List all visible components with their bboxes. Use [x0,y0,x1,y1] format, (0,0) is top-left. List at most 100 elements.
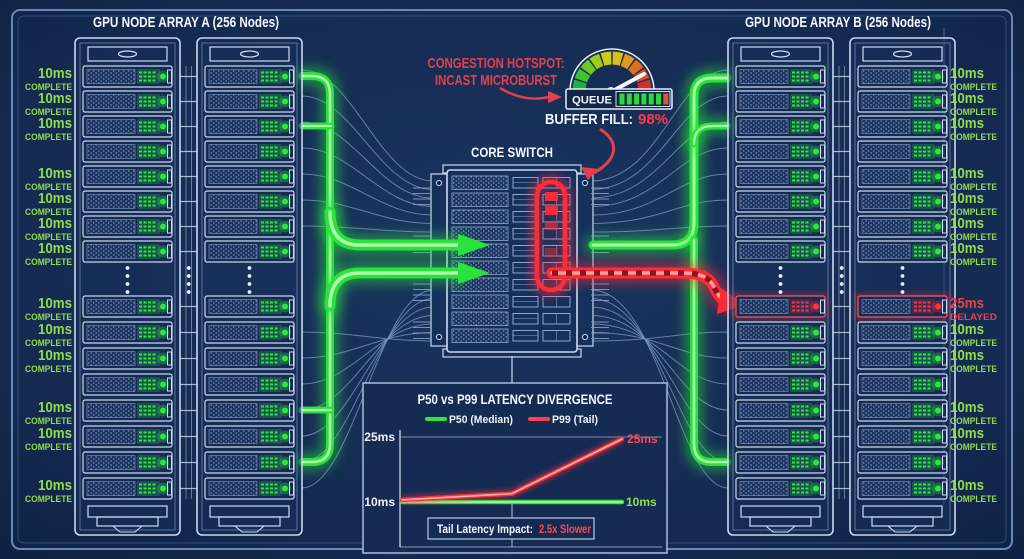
server-led-icon [282,173,288,180]
server-unit [735,90,826,113]
fan-line-left [301,331,434,342]
server-vent-mesh [208,299,258,314]
rack-ellipsis-dot [839,290,844,294]
server-unit [204,115,295,138]
callout-arrow-to-switch [593,127,616,175]
server-led-icon [935,98,941,105]
server-unit-delayed [732,292,829,321]
server-led-icon [935,407,941,414]
server-vent-mesh [861,325,911,340]
p99-end-label: 25ms [627,432,658,446]
server-led-icon [282,303,288,310]
rack-ellipsis-dot [778,282,783,286]
server-end-slot [820,481,825,496]
server-led-icon [282,248,288,255]
server-vent-mesh [739,219,789,234]
server-vent-mesh [739,119,789,134]
server-vent-mesh [861,455,911,470]
server-end-slot [942,69,947,84]
server-led-icon [160,248,166,255]
server-led-icon [160,329,166,336]
server-unit [735,165,826,188]
server-led-icon [813,198,819,205]
latency-time: 10ms [950,240,984,257]
rack-ellipsis-dot [125,282,130,286]
server-vent-mesh [208,119,258,134]
rack-ellipsis-dot [778,274,783,278]
latency-status: COMPLETE [25,132,72,143]
server-vent-mesh [86,481,136,496]
server-end-slot [167,429,172,444]
server-vent-mesh [86,351,136,366]
series-1-core [401,438,623,501]
server-unit [857,140,948,163]
server-led-icon [160,73,166,80]
server-end-slot [820,377,825,392]
server-vent-mesh [739,325,789,340]
queue-bar-green [619,93,625,105]
fan-line-right [590,95,729,190]
switch-vent-cell [451,328,509,343]
server-vent-mesh [861,144,911,159]
server-led-icon [282,198,288,205]
gauge-segment [612,51,624,66]
server-led-icon [160,148,166,155]
switch-bracket-right [576,173,594,347]
congestion-callout: CONGESTION HOTSPOT: INCAST MICROBURST [428,55,616,180]
latency-time: 10ms [950,65,984,82]
server-vent-mesh [208,429,258,444]
gauge-segment [589,53,604,70]
server-led-icon [813,73,819,80]
queue-fill-slot [545,192,558,201]
server-led-icon [282,123,288,130]
switch-bracket-left [430,173,448,347]
server-unit [82,295,173,318]
buffer-fill-value: 98% [638,111,668,128]
rack-handle-icon [892,50,913,58]
server-end-slot [942,244,947,259]
gauge-rim [569,48,655,92]
tail-impact-box [427,517,595,540]
server-end-slot [820,403,825,418]
server-vent-mesh [208,244,258,259]
latency-status: COMPLETE [950,207,997,218]
rack-foot [886,525,919,533]
server-end-slot [289,481,294,496]
latency-time: 10ms [38,347,72,364]
server-end-slot [167,119,172,134]
server-end-slot [167,403,172,418]
server-led-icon [160,123,166,130]
queue-fill-slot [545,206,558,215]
server-end-slot [820,119,825,134]
server-led-icon [935,381,941,388]
latency-status: COMPLETE [950,338,997,349]
green-flow-into-switch-1-core [328,210,460,247]
server-led-icon [160,407,166,414]
server-end-slot [820,169,825,184]
red-arrowhead-icon [717,288,745,314]
fan-line-left [301,306,434,437]
green-trunk-left-core [300,74,332,464]
server-end-slot [167,94,172,109]
server-vent-mesh [739,244,789,259]
rack-ellipsis-dot [247,282,252,286]
server-end-slot [289,351,294,366]
server-end-slot [820,299,825,314]
server-unit [82,65,173,88]
server-end-slot [289,377,294,392]
server-end-slot [167,219,172,234]
server-led-icon [282,98,288,105]
server-unit [82,165,173,188]
server-led-icon [813,98,819,105]
server-vent-mesh [208,94,258,109]
p50-end-label: 10ms [626,495,657,509]
server-end-slot [820,219,825,234]
server-end-slot [820,351,825,366]
server-end-slot [942,403,947,418]
